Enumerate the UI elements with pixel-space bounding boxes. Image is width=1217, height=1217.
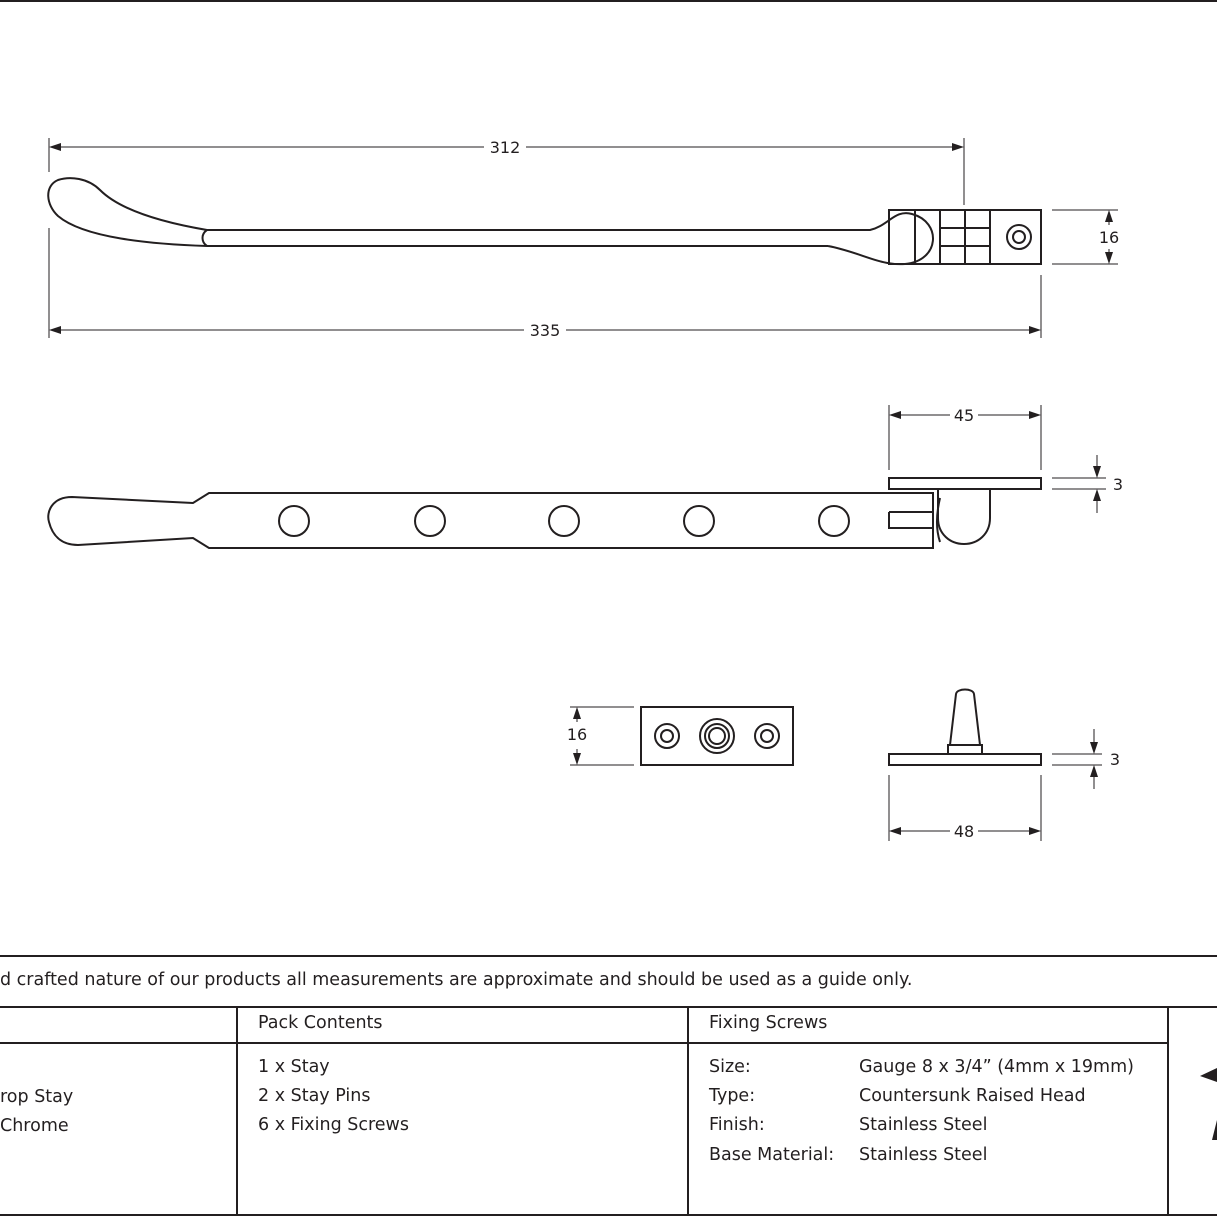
dimension-312	[48, 136, 965, 205]
screw-type-label: Type:	[709, 1086, 756, 1106]
fixing-screws-header: Fixing Screws	[709, 1013, 828, 1033]
pack-item-1: 1 x Stay	[258, 1057, 330, 1077]
pin-plate-side-view	[888, 688, 1042, 766]
brand-logo-fragment	[1200, 1068, 1217, 1140]
product-line-2: Chrome	[0, 1116, 69, 1136]
dimension-312-label: 312	[490, 138, 521, 157]
dimension-335	[48, 228, 1042, 341]
stay-side-view	[47, 477, 1042, 549]
dimension-16-plate	[570, 706, 634, 766]
dimension-3-plate-label: 3	[1110, 750, 1120, 769]
stay-top-view	[47, 177, 1042, 266]
pack-item-3: 6 x Fixing Screws	[258, 1115, 409, 1135]
dimension-16-stay	[1052, 209, 1118, 265]
screw-material-value: Stainless Steel	[859, 1145, 988, 1165]
dimension-48-label: 48	[954, 822, 974, 841]
screw-finish-value: Stainless Steel	[859, 1115, 988, 1135]
info-table-grid	[0, 955, 1217, 1216]
screw-finish-label: Finish:	[709, 1115, 765, 1135]
dimension-45-label: 45	[954, 406, 974, 425]
stay-hole-1	[278, 505, 310, 537]
stay-hole-3	[548, 505, 580, 537]
dimension-16-plate-label: 16	[567, 725, 587, 744]
disclaimer-text: d crafted nature of our products all mea…	[0, 970, 913, 990]
dimension-3-bracket	[1052, 455, 1106, 513]
dimension-3-plate	[1052, 729, 1102, 789]
screw-size-label: Size:	[709, 1057, 751, 1077]
pin-plate-top-view	[640, 706, 794, 766]
dimension-3-bracket-label: 3	[1113, 475, 1123, 494]
dimension-45	[888, 404, 1042, 470]
dimension-335-label: 335	[530, 321, 561, 340]
screw-material-label: Base Material:	[709, 1145, 835, 1165]
pack-item-2: 2 x Stay Pins	[258, 1086, 371, 1106]
screw-type-value: Countersunk Raised Head	[859, 1086, 1086, 1106]
dimension-16-stay-label: 16	[1099, 228, 1119, 247]
pack-contents-header: Pack Contents	[258, 1013, 383, 1033]
stay-hole-4	[683, 505, 715, 537]
stay-hole-2	[414, 505, 446, 537]
stay-hole-5	[818, 505, 850, 537]
screw-size-value: Gauge 8 x 3/4” (4mm x 19mm)	[859, 1057, 1134, 1077]
dimension-48	[888, 775, 1042, 842]
product-line-1: rop Stay	[0, 1087, 74, 1107]
